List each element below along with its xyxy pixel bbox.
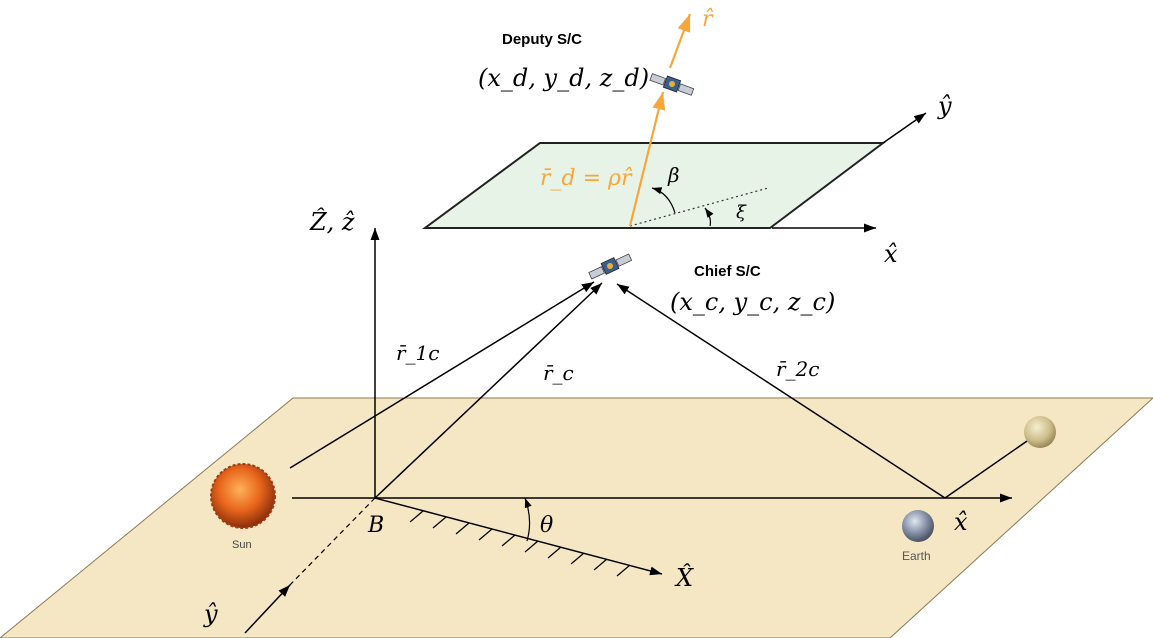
rc-vector (374, 282, 603, 499)
X-axis-hatching (409, 510, 631, 577)
theta-arc (524, 497, 532, 542)
beta-label: β (667, 163, 680, 187)
r-hat-axis (668, 13, 692, 69)
xi-arc (704, 207, 714, 227)
rd-vector (628, 91, 666, 227)
sun-icon (210, 463, 276, 529)
earth-moon-line (944, 431, 1041, 499)
r-hat-label: r̂ (702, 7, 714, 32)
y-axis-lower-dashed (284, 497, 376, 591)
r1c-label: r̄_1c (396, 341, 440, 365)
y-axis-lower (244, 584, 291, 634)
r2c-label: r̄_2c (776, 357, 820, 381)
chief-local-plane (421, 142, 886, 229)
B-label: B (367, 513, 384, 538)
chief-spacecraft-icon (588, 253, 633, 280)
X-axis-rotated (374, 497, 663, 576)
rc-label: r̄_c (543, 361, 574, 385)
deputy-spacecraft-icon (649, 73, 695, 96)
Z-z-hat-label: Ẑ, ẑ (309, 207, 355, 236)
chief-coords: (x_c, y_c, z_c) (670, 288, 835, 316)
sun-caption: Sun (232, 539, 252, 551)
chief-title: Chief S/C (694, 263, 761, 280)
theta-label: θ (540, 513, 553, 538)
r1c-vector (289, 281, 595, 469)
earth-icon (902, 510, 934, 542)
rd-equation: r̄_d = ρr̂ (540, 166, 633, 191)
x-hat-upper-label: x̂ (884, 240, 898, 268)
y-axis-upper (882, 112, 927, 144)
x-hat-lower-label: x̂ (954, 508, 968, 536)
earth-caption: Earth (902, 549, 931, 563)
beta-arc (651, 187, 676, 214)
y-hat-upper-label: ŷ (937, 92, 952, 120)
moon-icon (1024, 416, 1056, 448)
y-hat-lower-label: ŷ (203, 600, 218, 628)
xi-label: ξ (736, 202, 747, 223)
r2c-vector (616, 283, 946, 499)
X-hat-label: X̂ (674, 564, 694, 592)
ecliptic-plane (0, 397, 1153, 638)
deputy-coords: (x_d, y_d, z_d) (478, 64, 649, 92)
deputy-title: Deputy S/C (502, 31, 582, 48)
xi-reference-line (629, 187, 769, 227)
